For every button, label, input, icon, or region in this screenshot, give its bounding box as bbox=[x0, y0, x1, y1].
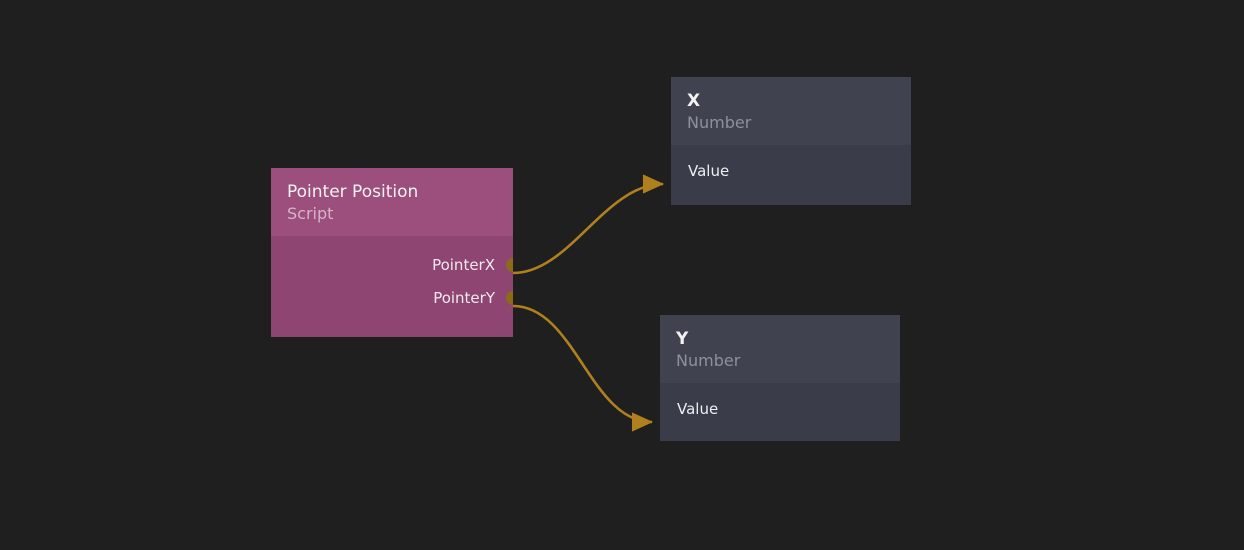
output-port-label-pointerx: PointerX bbox=[432, 255, 495, 274]
node-header-x-number[interactable]: X Number bbox=[671, 77, 911, 145]
output-port-label-pointery: PointerY bbox=[433, 288, 495, 307]
output-port-dot-pointerx[interactable] bbox=[506, 257, 513, 272]
node-body-pointer-position: PointerX PointerY bbox=[271, 236, 513, 337]
connection-pointery-to-y-value[interactable] bbox=[512, 304, 654, 432]
node-subtitle-x-number: Number bbox=[687, 113, 752, 132]
node-body-x-number: Value bbox=[671, 145, 911, 205]
node-title-pointer-position: Pointer Position bbox=[287, 182, 419, 202]
node-title-y-number: Y bbox=[676, 329, 689, 349]
node-pointer-position[interactable]: Pointer Position Script PointerX Pointer… bbox=[271, 168, 513, 337]
output-port-row-pointery[interactable]: PointerY bbox=[271, 281, 513, 314]
input-port-label-x-value: Value bbox=[688, 162, 730, 180]
output-port-row-pointerx[interactable]: PointerX bbox=[271, 248, 513, 281]
input-port-label-y-value: Value bbox=[677, 400, 719, 418]
node-body-y-number: Value bbox=[660, 383, 900, 441]
node-subtitle-pointer-position: Script bbox=[287, 204, 334, 223]
input-port-row-y-value[interactable]: Value bbox=[660, 383, 900, 435]
node-header-y-number[interactable]: Y Number bbox=[660, 315, 900, 383]
node-title-x-number: X bbox=[687, 91, 701, 111]
input-port-row-x-value[interactable]: Value bbox=[671, 145, 911, 197]
node-subtitle-y-number: Number bbox=[676, 351, 741, 370]
node-y-number[interactable]: Y Number Value bbox=[660, 315, 900, 452]
output-port-dot-pointery[interactable] bbox=[506, 290, 513, 305]
node-x-number[interactable]: X Number Value bbox=[671, 77, 911, 218]
node-header-pointer-position[interactable]: Pointer Position Script bbox=[271, 168, 513, 236]
connection-pointerx-to-x-value[interactable] bbox=[512, 174, 665, 275]
